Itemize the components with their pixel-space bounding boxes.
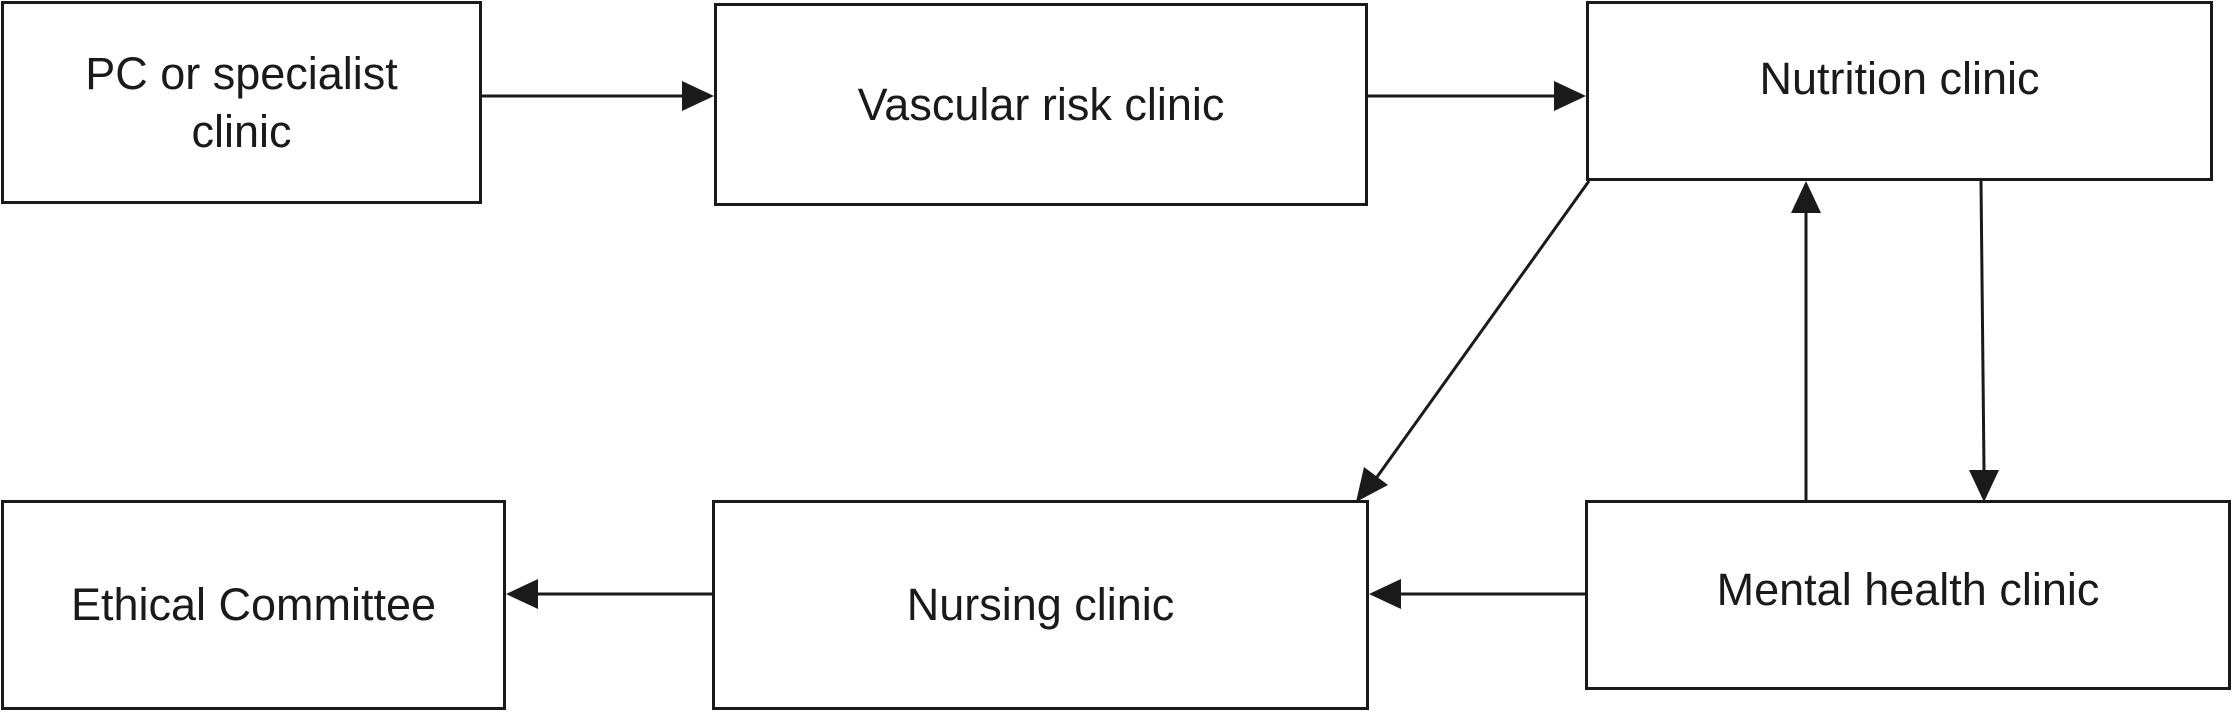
node-nutrition-clinic: Nutrition clinic	[1586, 1, 2213, 181]
node-label: Ethical Committee	[70, 579, 437, 630]
node-label: Nutrition clinic	[1759, 53, 2040, 104]
node-pc-or-specialist-clinic: PC or specialist clinic	[1, 1, 482, 204]
node-label: PC or specialist clinic	[85, 47, 398, 157]
edge-mental-to-nutrition	[1791, 181, 1821, 500]
node-mental-health-clinic: Mental health clinic	[1585, 500, 2231, 690]
node-label: Nursing clinic	[906, 579, 1175, 630]
edge-nursing-to-ethical	[506, 579, 712, 609]
node-nursing-clinic: Nursing clinic	[712, 500, 1369, 710]
node-label: Mental health clinic	[1716, 564, 2100, 615]
node-ethical-committee: Ethical Committee	[1, 500, 506, 710]
edge-mental-to-nursing	[1369, 579, 1585, 609]
node-vascular-risk-clinic: Vascular risk clinic	[714, 3, 1368, 206]
edge-pc-to-vascular	[482, 81, 714, 111]
edge-nutrition-to-mental	[1969, 180, 1999, 502]
edge-nutrition-to-nursing	[1356, 180, 1591, 502]
edge-vascular-to-nutrition	[1368, 81, 1586, 111]
node-label: Vascular risk clinic	[857, 78, 1225, 130]
